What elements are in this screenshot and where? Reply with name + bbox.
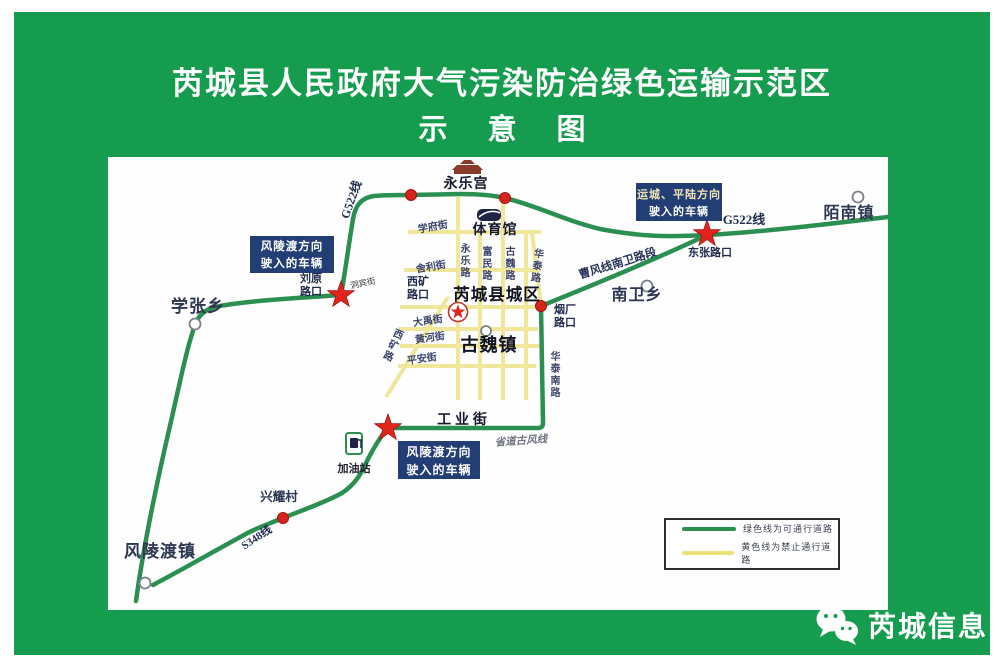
street-label-fuminlu: 富民路	[480, 246, 491, 282]
junction-label-xikuang: 西矿路口	[407, 276, 429, 302]
gas-station-icon	[345, 432, 363, 455]
marker-guweizhen	[480, 325, 492, 337]
road-west-g522	[133, 292, 344, 604]
star-gongyejie	[373, 412, 403, 441]
stadium-icon	[477, 209, 501, 221]
wechat-icon	[816, 606, 858, 645]
page-title: 芮城县人民政府大气污染防治绿色运输示范区	[172, 66, 832, 101]
entry-box-northwest-line1: 风陵渡方向	[260, 241, 324, 253]
marker-nanweixiang	[640, 279, 654, 293]
marker-xuezhangxiang	[188, 317, 202, 331]
star-dongzhang	[692, 218, 722, 247]
entry-box-northwest: 风陵渡方向 驶入的车辆	[250, 236, 334, 273]
star-liuyuan	[326, 279, 356, 308]
legend-row-yellow: 黄色线为禁止通行道路	[682, 540, 838, 566]
road-label-gongyejie: 工 业 街	[437, 411, 487, 427]
legend-row-green: 绿色线为可通行道路	[682, 522, 838, 535]
poi-label-yonglegong: 永乐宫	[443, 175, 489, 191]
junction-dot-west	[405, 189, 417, 201]
junction-label-dongzhang: 东张路口	[688, 247, 732, 259]
entry-box-northeast: 运城、平陆方向 驶入的车辆	[636, 183, 722, 221]
town-label-guweizhen: 古魏镇	[460, 335, 518, 355]
town-markers	[138, 190, 865, 590]
map-panel: 永乐宫 体育馆 学府街 舍利街 大禹街 黄河街 平安街 永乐路 富民路 古魏路 …	[108, 157, 888, 610]
legend-green-label: 绿色线为可通行道路	[743, 524, 834, 534]
town-label-xuezhangxiang: 学张乡	[171, 297, 225, 316]
entry-box-northeast-line2: 驶入的车辆	[649, 205, 709, 218]
poi-label-jiayouzhan: 加油站	[337, 463, 371, 475]
junction-dots	[277, 189, 547, 524]
road-label-huatainanlu: 华泰南路	[548, 351, 559, 399]
legend-box: 绿色线为可通行道路 黄色线为禁止通行道路	[664, 518, 840, 570]
legend-yellow-label: 黄色线为禁止通行道路	[741, 542, 832, 565]
junction-dot-east	[499, 192, 511, 204]
entry-box-northeast-line1: 运城、平陆方向	[637, 188, 721, 201]
legend-yellow-line-swatch	[682, 551, 735, 555]
legend-green-line-swatch	[682, 526, 736, 531]
road-xikuanglu	[384, 295, 450, 399]
town-label-nanweixiang: 南卫乡	[611, 287, 663, 304]
county-seat-marker	[447, 301, 469, 323]
marker-fenglingduzhen	[138, 576, 152, 590]
footer-brand: 芮城信息	[814, 604, 988, 646]
entry-box-south-line2: 驶入的车辆	[406, 462, 472, 477]
yellow-road-grid	[384, 197, 543, 400]
town-label-fenglingduzhen: 风陵渡镇	[124, 542, 196, 561]
junction-label-yanchang: 烟厂路口	[554, 304, 576, 330]
junction-label-liuyuan: 刘原路口	[300, 273, 322, 299]
temple-icon	[452, 160, 483, 174]
road-network-svg	[133, 160, 888, 604]
poi-label-tiyuguan: 体育馆	[472, 221, 518, 237]
road-s348	[150, 425, 391, 588]
town-label-xingyaocun: 兴耀村	[260, 490, 298, 504]
entry-box-northwest-line2: 驶入的车辆	[260, 258, 324, 270]
entry-stars	[326, 218, 722, 441]
road-label-g522-east: G522线	[722, 212, 766, 227]
road-huatainanlu-gongyejie	[385, 303, 546, 431]
road-caofeng	[538, 232, 710, 309]
marker-monanzhen	[851, 190, 865, 204]
town-label-county-seat: 芮城县城区	[453, 286, 541, 304]
junction-dot-xingyaocun	[277, 512, 289, 524]
entry-box-south-line1: 风陵渡方向	[406, 444, 472, 459]
entry-box-south: 风陵渡方向 驶入的车辆	[398, 441, 480, 479]
street-label-yonglelu: 永乐路	[458, 243, 469, 279]
town-label-monanzhen: 陌南镇	[823, 205, 875, 222]
page-subtitle: 示 意 图	[418, 114, 602, 146]
brand-text: 芮城信息	[868, 611, 989, 642]
green-frame: 芮城县人民政府大气污染防治绿色运输示范区 示 意 图	[14, 12, 990, 655]
junction-dot-yanchang	[535, 300, 547, 312]
street-label-guweilu: 古魏路	[503, 246, 514, 282]
